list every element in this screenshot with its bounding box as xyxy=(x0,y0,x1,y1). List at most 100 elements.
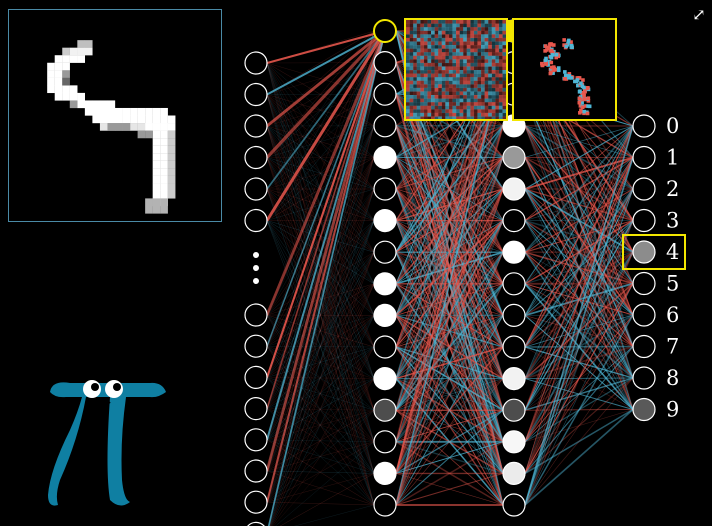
weight-pixel xyxy=(473,116,478,121)
hidden1-neuron xyxy=(373,335,397,359)
expand-arrows-icon[interactable]: ⤢ xyxy=(692,5,706,24)
weight-pixel xyxy=(445,70,450,74)
weight-pixel xyxy=(441,30,446,35)
weight-pixel xyxy=(488,30,492,35)
weight-pixel xyxy=(481,62,485,67)
digit-pixel xyxy=(62,70,70,78)
connection-edge xyxy=(266,188,375,474)
weight-pixel xyxy=(459,48,464,53)
weight-pixel xyxy=(488,84,492,89)
weight-pixel xyxy=(445,48,450,53)
digit-pixel xyxy=(145,205,153,214)
connection-edge xyxy=(275,441,375,526)
connection-edge xyxy=(266,220,375,411)
weight-pixel xyxy=(488,98,492,103)
digit-pixel xyxy=(145,130,153,139)
weight-pixel xyxy=(448,87,453,92)
weight-pixel xyxy=(463,66,467,71)
weight-pixel xyxy=(502,109,507,114)
weight-pixel xyxy=(463,20,467,24)
weight-pixel xyxy=(466,105,471,110)
masked-weight-frame xyxy=(512,18,617,121)
masked-weight-pixel xyxy=(562,77,567,81)
digit-pixel xyxy=(54,77,63,86)
connection-edge xyxy=(265,30,387,316)
selected-neuron-ring xyxy=(373,19,397,43)
weight-pixel xyxy=(431,45,435,49)
weight-pixel xyxy=(409,116,414,121)
weight-pixel xyxy=(491,98,496,103)
weight-pixel xyxy=(409,87,414,92)
connection-edge xyxy=(266,252,375,409)
weight-pixel xyxy=(466,95,471,99)
weight-pixel xyxy=(438,20,442,24)
weight-pixel xyxy=(434,20,439,24)
hidden1-neuron xyxy=(373,303,397,327)
weight-pixel xyxy=(470,59,475,64)
pi-pupil-right xyxy=(113,383,121,391)
weight-pixel xyxy=(466,87,471,92)
weight-pixel xyxy=(470,48,475,53)
weight-pixel xyxy=(470,27,475,31)
weight-pixel xyxy=(406,109,410,114)
weight-pixel xyxy=(491,109,496,114)
weight-pixel xyxy=(502,91,507,96)
weight-pixel xyxy=(502,70,507,74)
digit-pixel xyxy=(54,92,63,101)
weight-pixel xyxy=(491,70,496,74)
weight-pixel xyxy=(498,52,503,56)
output-neuron xyxy=(632,397,656,422)
digit-pixel xyxy=(145,115,153,124)
weight-pixel xyxy=(434,55,439,60)
weight-pixel xyxy=(416,87,421,92)
connection-edge xyxy=(524,156,634,222)
digit-pixel xyxy=(62,77,70,86)
weight-pixel xyxy=(466,102,471,106)
weight-pixel xyxy=(495,87,500,92)
weight-pixel xyxy=(438,109,442,114)
output-label: 1 xyxy=(666,146,679,170)
weight-pixel xyxy=(495,20,500,24)
weight-pixel xyxy=(431,62,435,67)
digit-pixel xyxy=(69,92,78,101)
weight-pixel xyxy=(466,73,471,78)
connection-edge xyxy=(266,314,375,506)
weight-pixel xyxy=(495,27,500,31)
weight-pixel xyxy=(434,91,439,96)
weight-pixel xyxy=(456,112,460,117)
connection-edge xyxy=(524,125,634,316)
connection-edge xyxy=(395,283,504,506)
weight-pixel xyxy=(481,98,485,103)
weight-pixel xyxy=(441,52,446,56)
weight-pixel xyxy=(409,62,414,67)
digit-pixel xyxy=(137,115,146,124)
hidden1-neuron xyxy=(373,461,397,485)
weight-pixel xyxy=(427,98,432,103)
weight-pixel xyxy=(438,45,442,49)
weight-pixel xyxy=(477,45,482,49)
weight-pixel xyxy=(463,27,467,31)
weight-pixel xyxy=(473,62,478,67)
masked-weight-pixel xyxy=(544,62,549,66)
connection-edge xyxy=(395,220,504,506)
digit-pixel xyxy=(160,190,168,199)
digit-pixel xyxy=(54,70,63,78)
weight-pixel xyxy=(452,102,457,106)
weight-pixel xyxy=(477,23,482,28)
weight-pixel xyxy=(431,52,435,56)
weight-pixel xyxy=(406,45,410,49)
connection-edge xyxy=(266,315,375,347)
connection-edge xyxy=(395,125,504,506)
digit-pixel xyxy=(152,130,161,139)
weight-pixel xyxy=(488,48,492,53)
weight-pixel xyxy=(431,27,435,31)
connection-edge xyxy=(266,30,386,96)
hidden2-neuron xyxy=(502,461,526,485)
weight-pixel xyxy=(406,73,410,78)
digit-pixel xyxy=(167,115,176,124)
weight-pixel xyxy=(452,20,457,24)
masked-weight-pixel xyxy=(576,76,581,80)
weight-pixel xyxy=(477,48,482,53)
weight-pixel xyxy=(488,116,492,121)
weight-pixel xyxy=(441,70,446,74)
